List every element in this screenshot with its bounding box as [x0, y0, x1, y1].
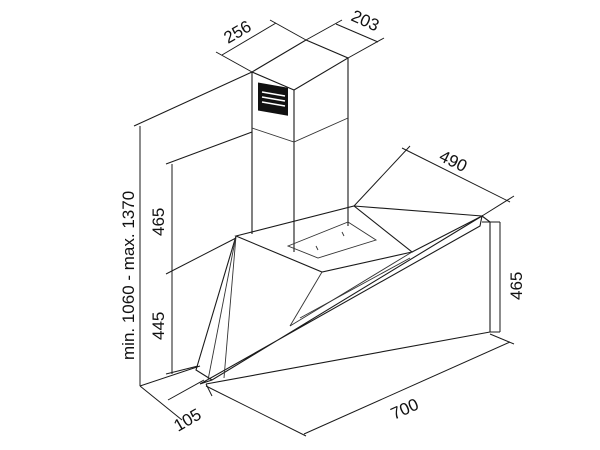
glass-panel: [199, 214, 483, 385]
chimney-top-face: [250, 39, 350, 91]
dimension-lines: [133, 19, 515, 437]
dim-chimney-width: 256: [221, 17, 255, 48]
vent-grille-icon: [258, 82, 288, 116]
chimney: [250, 39, 350, 252]
dim-canopy-height: 465: [507, 272, 526, 300]
dim-front-depth: 105: [171, 405, 205, 436]
dim-canopy-depth: 490: [436, 147, 470, 177]
dim-chimney-height-range: min. 1060 - max. 1370: [119, 191, 138, 360]
canopy-top-plate: [234, 205, 414, 273]
dim-lower-section-height: 445: [149, 312, 168, 340]
dim-chimney-depth: 203: [348, 6, 382, 35]
canopy: [195, 205, 491, 385]
dim-overall-width: 700: [388, 395, 422, 424]
dim-upper-chimney-height: 465: [149, 208, 168, 236]
